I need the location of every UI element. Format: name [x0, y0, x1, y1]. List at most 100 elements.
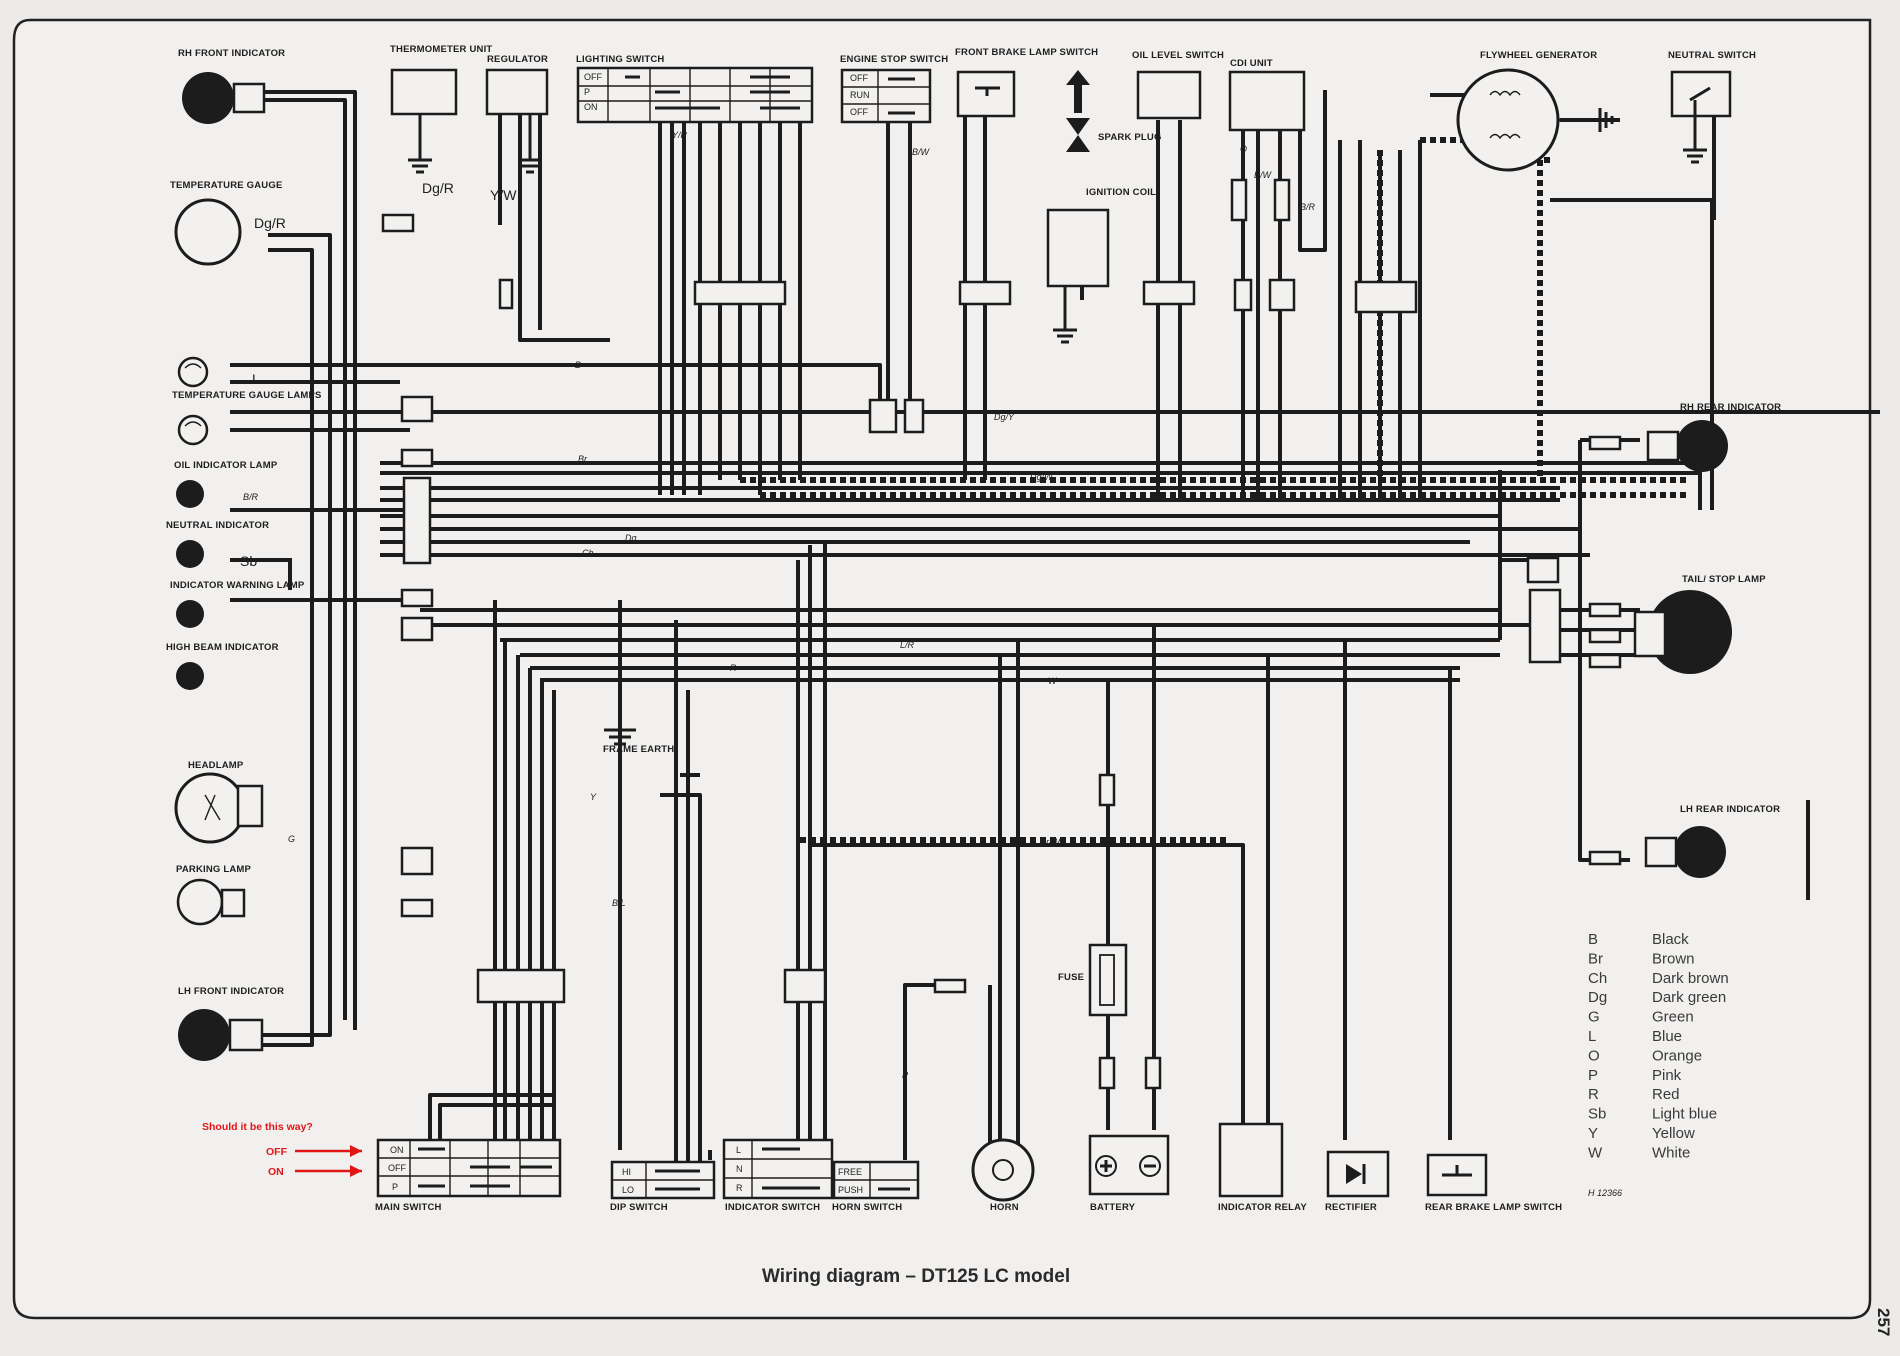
main-switch-label: MAIN SWITCH — [375, 1202, 442, 1213]
fuse-label: FUSE — [1058, 972, 1084, 983]
horn-label: HORN — [990, 1202, 1019, 1213]
lighting-pos-p: P — [584, 87, 590, 97]
wire-label-b-w: B/W — [912, 147, 931, 157]
wire-label-b-r: B/R — [243, 492, 259, 502]
rh-front-indicator-label: RH FRONT INDICATOR — [178, 48, 285, 59]
thermometer-unit-label: THERMOMETER UNIT — [390, 44, 492, 55]
indicator-relay: INDICATOR RELAY — [1218, 1122, 1307, 1213]
temperature-gauge-label: TEMPERATURE GAUGE — [170, 180, 282, 191]
colour-key-name: Green — [1652, 1009, 1694, 1026]
annotation-note: Should it be this way? OFF ON — [202, 1121, 362, 1178]
front-brake-lamp-switch: FRONT BRAKE LAMP SWITCH — [955, 47, 1098, 118]
wire-label-o: O — [1240, 144, 1247, 154]
rectifier: RECTIFIER — [1325, 1150, 1390, 1213]
colour-key-name: Light blue — [1652, 1106, 1717, 1123]
colour-key-name: Brown — [1652, 950, 1695, 967]
indicator-switch: L N R INDICATOR SWITCH — [722, 1138, 834, 1213]
main-switch: ON OFF P MAIN SWITCH — [375, 1138, 562, 1213]
wire-label-sb: Sb — [240, 553, 257, 569]
cdi-unit: CDI UNIT — [1228, 58, 1306, 132]
wire-label-l-upper: L — [252, 371, 260, 387]
dip-switch-label: DIP SWITCH — [610, 1202, 668, 1213]
battery-label: BATTERY — [1090, 1202, 1136, 1213]
headlamp-label: HEADLAMP — [188, 760, 244, 771]
annotation-arrowhead-on — [350, 1165, 362, 1177]
indicator-warning-lamp-label: INDICATOR WARNING LAMP — [170, 580, 305, 591]
indicator-pos-l: L — [736, 1145, 741, 1155]
colour-key-name: Dark brown — [1652, 970, 1729, 987]
parking-lamp: PARKING LAMP — [176, 864, 252, 926]
connector-blocks — [381, 178, 1622, 1090]
engine-stop-switch-label: ENGINE STOP SWITCH — [840, 54, 948, 65]
wire-label-b-w-cdi: B/W — [1254, 170, 1273, 180]
wire-label-dg-r-gauge: Dg/R — [254, 215, 286, 231]
temperature-gauge-lamps-label: TEMPERATURE GAUGE LAMPS — [172, 390, 322, 401]
horn-pos-push: PUSH — [838, 1185, 863, 1195]
temperature-gauge: TEMPERATURE GAUGE — [170, 180, 282, 266]
colour-key-code: W — [1588, 1144, 1603, 1161]
annotation-arrowhead-off — [350, 1145, 362, 1157]
tail-stop-lamp-label: TAIL/ STOP LAMP — [1682, 574, 1766, 585]
lh-rear-indicator: LH REAR INDICATOR — [1644, 804, 1780, 878]
wire-label-br-w: Br/W — [1040, 837, 1062, 847]
rh-rear-indicator-label: RH REAR INDICATOR — [1680, 402, 1781, 413]
frame-earth-label: FRAME EARTH — [603, 744, 674, 755]
rh-rear-indicator: RH REAR INDICATOR — [1646, 402, 1781, 472]
wire-label-g: G — [288, 834, 295, 844]
wire-label-dg-w: Dg/W — [1030, 472, 1054, 482]
lh-front-indicator: LH FRONT INDICATOR — [178, 986, 284, 1061]
lh-front-indicator-label: LH FRONT INDICATOR — [178, 986, 284, 997]
oil-level-switch: OIL LEVEL SWITCH — [1132, 50, 1224, 120]
battery: BATTERY — [1088, 1134, 1170, 1213]
horn-pos-free: FREE — [838, 1167, 862, 1177]
colour-key-code: Dg — [1588, 989, 1607, 1006]
colour-key-code: O — [1588, 1047, 1600, 1064]
wire-label-b-l: B/L — [612, 898, 626, 908]
colour-key-code: B — [1588, 931, 1598, 948]
spark-plug-and-coil: SPARK PLUG IGNITION COIL — [1046, 70, 1162, 344]
indicator-relay-label: INDICATOR RELAY — [1218, 1202, 1307, 1213]
spark-plug-label: SPARK PLUG — [1098, 132, 1162, 143]
dip-switch: HI LO DIP SWITCH — [610, 1160, 716, 1213]
colour-key-name: Red — [1652, 1086, 1680, 1103]
lighting-switch: LIGHTING SWITCH OFF P ON — [576, 54, 814, 124]
annotation-on-label: ON — [268, 1166, 284, 1178]
annotation-off-label: OFF — [266, 1146, 288, 1158]
wire-label-w: W — [1048, 676, 1058, 686]
wire-label-p: P — [902, 1070, 908, 1080]
colour-key-name: Orange — [1652, 1047, 1702, 1064]
thermometer-unit: THERMOMETER UNIT — [390, 44, 492, 174]
wire-label-b-r-cdi: B/R — [1300, 202, 1316, 212]
wire-label-dg: Dg — [625, 533, 637, 543]
colour-key-code: G — [1588, 1009, 1600, 1026]
oil-indicator-lamp-label: OIL INDICATOR LAMP — [174, 460, 278, 471]
colour-key-code: R — [1588, 1086, 1599, 1103]
fuse: FUSE — [1058, 943, 1128, 1017]
frame-earth: FRAME EARTH — [603, 620, 674, 755]
high-beam-indicator-label: HIGH BEAM INDICATOR — [166, 642, 279, 653]
lh-rear-indicator-label: LH REAR INDICATOR — [1680, 804, 1780, 815]
lighting-pos-on: ON — [584, 102, 598, 112]
regulator-label: REGULATOR — [487, 54, 548, 65]
colour-key-code: Br — [1588, 950, 1603, 967]
wire-label-r: R — [730, 663, 737, 673]
temperature-gauge-lamps: TEMPERATURE GAUGE LAMPS — [172, 356, 322, 446]
colour-key-name: Yellow — [1652, 1125, 1695, 1142]
rear-brake-lamp-switch: REAR BRAKE LAMP SWITCH — [1425, 1153, 1562, 1213]
wire-label-ch: Ch — [582, 548, 594, 558]
horn: HORN — [971, 1138, 1035, 1213]
colour-key-name: Pink — [1652, 1067, 1682, 1084]
parking-lamp-label: PARKING LAMP — [176, 864, 252, 875]
oil-level-switch-label: OIL LEVEL SWITCH — [1132, 50, 1224, 61]
dip-pos-lo: LO — [622, 1185, 634, 1195]
colour-key-name: Black — [1652, 931, 1689, 948]
colour-key-name: Dark green — [1652, 989, 1726, 1006]
wire-label-dg-r-thermo: Dg/R — [422, 180, 454, 196]
dip-pos-hi: HI — [622, 1167, 631, 1177]
colour-key-code: Ch — [1588, 970, 1607, 987]
lighting-switch-label: LIGHTING SWITCH — [576, 54, 665, 65]
engine-stop-pos-off: OFF — [850, 73, 868, 83]
colour-key-name: White — [1652, 1144, 1690, 1161]
